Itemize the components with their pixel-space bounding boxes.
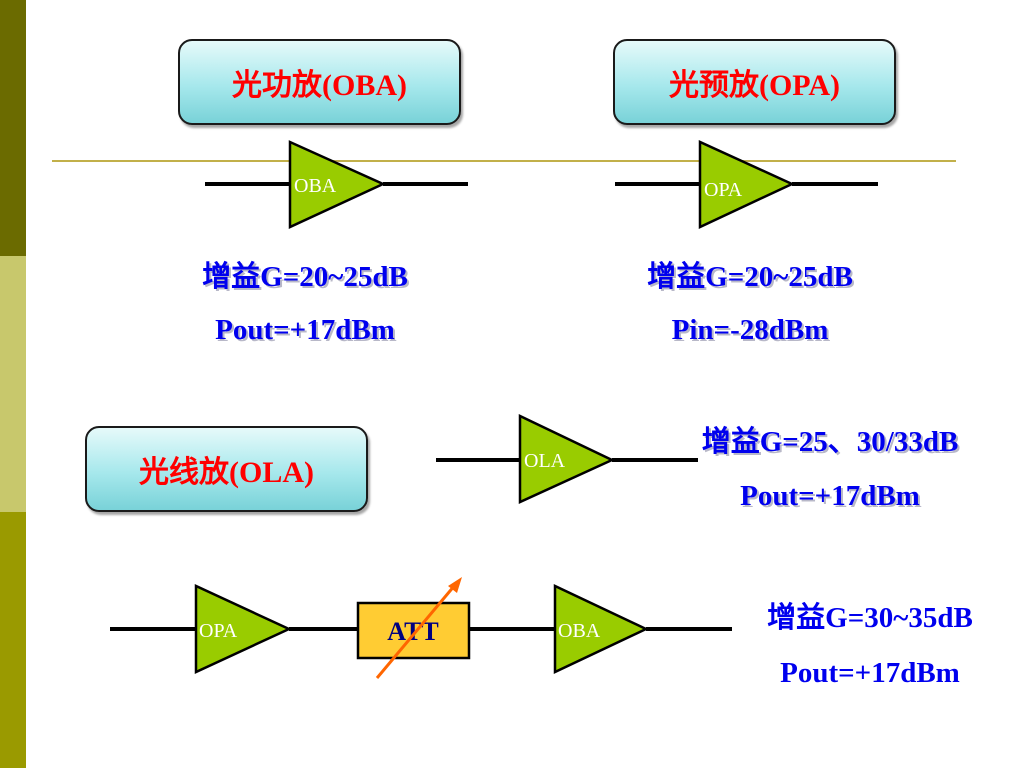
ola-power-spec: Pout=+17dBm xyxy=(740,480,920,512)
oba-power-spec: Pout=+17dBm xyxy=(215,314,395,346)
opa-label: 光预放(OPA) xyxy=(668,69,841,102)
ola-gain-spec: 增益G=25、30/33dB xyxy=(701,426,959,458)
chain-gain-spec: 增益G=30~35dB xyxy=(767,602,973,634)
att-box xyxy=(356,601,471,660)
opa-top-label: OPA xyxy=(704,179,743,201)
oba-label: 光功放(OBA) xyxy=(232,69,407,102)
oba-top-label: OBA xyxy=(294,175,337,197)
oba-bottom-triangle-icon xyxy=(553,584,649,674)
opa-top-triangle-icon xyxy=(698,140,795,229)
att-label: ATT xyxy=(387,617,439,646)
ola-label: OLA xyxy=(524,450,566,472)
arrow-head-icon xyxy=(448,577,462,593)
oba-label-box: 光功放(OBA) xyxy=(178,39,461,125)
sidebar-band-middle xyxy=(0,256,26,512)
opa-bottom-triangle-icon xyxy=(194,584,292,674)
ola-amplifier: OLA xyxy=(436,414,698,504)
sidebar-band-top xyxy=(0,0,26,256)
oba-top-triangle-icon xyxy=(288,140,387,229)
opa-bottom-label: OPA xyxy=(199,620,238,642)
sidebar-band-bottom xyxy=(0,512,26,768)
opa-power-spec: Pin=-28dBm xyxy=(671,314,829,346)
opa-gain-spec: 增益G=20~25dB xyxy=(647,261,853,293)
ola-label-box: 光线放(OLA) xyxy=(85,426,368,512)
variable-attenuation-arrow-icon xyxy=(375,584,457,679)
divider-line xyxy=(52,160,956,162)
opa-amplifier-top: OPA xyxy=(615,140,878,229)
slide-sidebar xyxy=(0,0,26,768)
amplifier-chain: OPA ATT OBA xyxy=(110,577,732,679)
chain-power-spec: Pout=+17dBm xyxy=(780,657,960,689)
oba-amplifier-top: OBA xyxy=(205,140,468,229)
oba-bottom-label: OBA xyxy=(558,620,601,642)
ola-triangle-icon xyxy=(518,414,615,504)
oba-gain-spec: 增益G=20~25dB xyxy=(202,261,408,293)
ola-label: 光线放(OLA) xyxy=(139,456,314,489)
opa-label-box: 光预放(OPA) xyxy=(613,39,896,125)
